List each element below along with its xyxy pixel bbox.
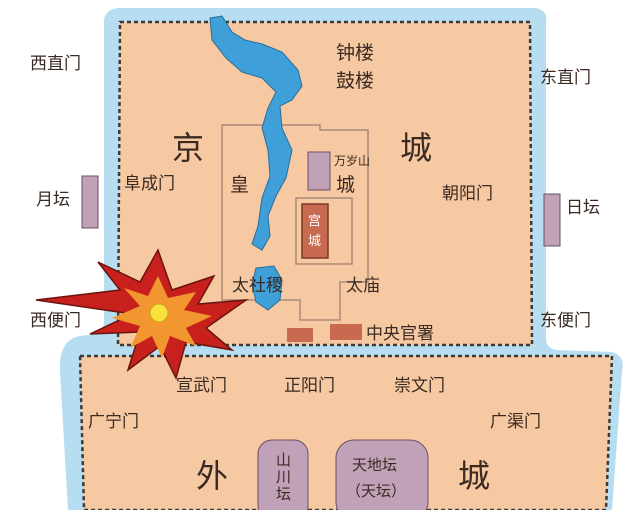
label-fuchengmen: 阜成门 [124, 174, 175, 194]
label-xibianmen: 西便门 [30, 311, 81, 331]
label-zhongyangguanshu: 中央官署 [366, 324, 434, 344]
label-taisheji: 太社稷 [232, 276, 283, 296]
label-guangqumen: 广渠门 [490, 412, 541, 432]
palace [301, 203, 329, 259]
label-zhengyangmen: 正阳门 [284, 376, 335, 396]
label-dongzhimen: 东直门 [540, 68, 591, 88]
label-tiandi: 天地坛 [352, 456, 398, 474]
label-huang: 皇 [230, 174, 250, 196]
label-jing: 京 [172, 129, 205, 167]
label-wai: 外 [196, 457, 229, 495]
label-yuetan: 月坛 [36, 190, 70, 210]
yuetan-altar [81, 175, 99, 229]
label-tiantan: （天坛） [346, 482, 407, 500]
label-gong: 宫 [308, 214, 322, 229]
label-zhonglou: 钟楼 [336, 42, 375, 64]
label-wansuishan: 万岁山 [334, 154, 371, 168]
label-xizhimen: 西直门 [30, 54, 81, 74]
label-cheng-inner: 城 [400, 129, 433, 167]
lake [209, 15, 303, 251]
ministry-block-1 [287, 328, 313, 342]
palace-outer [295, 197, 353, 265]
ministry-block-2 [330, 324, 362, 340]
shanchuan-altar [257, 439, 309, 510]
wansuishan-block [307, 151, 331, 191]
label-chaoyangmen: 朝阳门 [442, 184, 493, 204]
label-gulou: 鼓楼 [336, 70, 375, 92]
label-cheng-outer: 城 [458, 457, 491, 495]
label-huang-cheng: 城 [336, 174, 356, 196]
label-dongbianmen: 东便门 [540, 311, 591, 331]
explosion-core [149, 303, 169, 323]
label-gong-cheng: 城 [308, 234, 322, 249]
lake-south [251, 265, 283, 311]
label-guangningmen: 广宁门 [88, 412, 139, 432]
tiandi-altar [335, 439, 429, 510]
label-ritan: 日坛 [566, 198, 600, 218]
label-shanchuantan: 山川坛 [274, 452, 292, 503]
ritan-altar [543, 193, 561, 247]
label-taimiao: 太庙 [346, 276, 380, 296]
outer-city [78, 354, 614, 510]
label-xuanwumen: 宣武门 [176, 376, 227, 396]
label-chongwenmen: 崇文门 [394, 376, 445, 396]
